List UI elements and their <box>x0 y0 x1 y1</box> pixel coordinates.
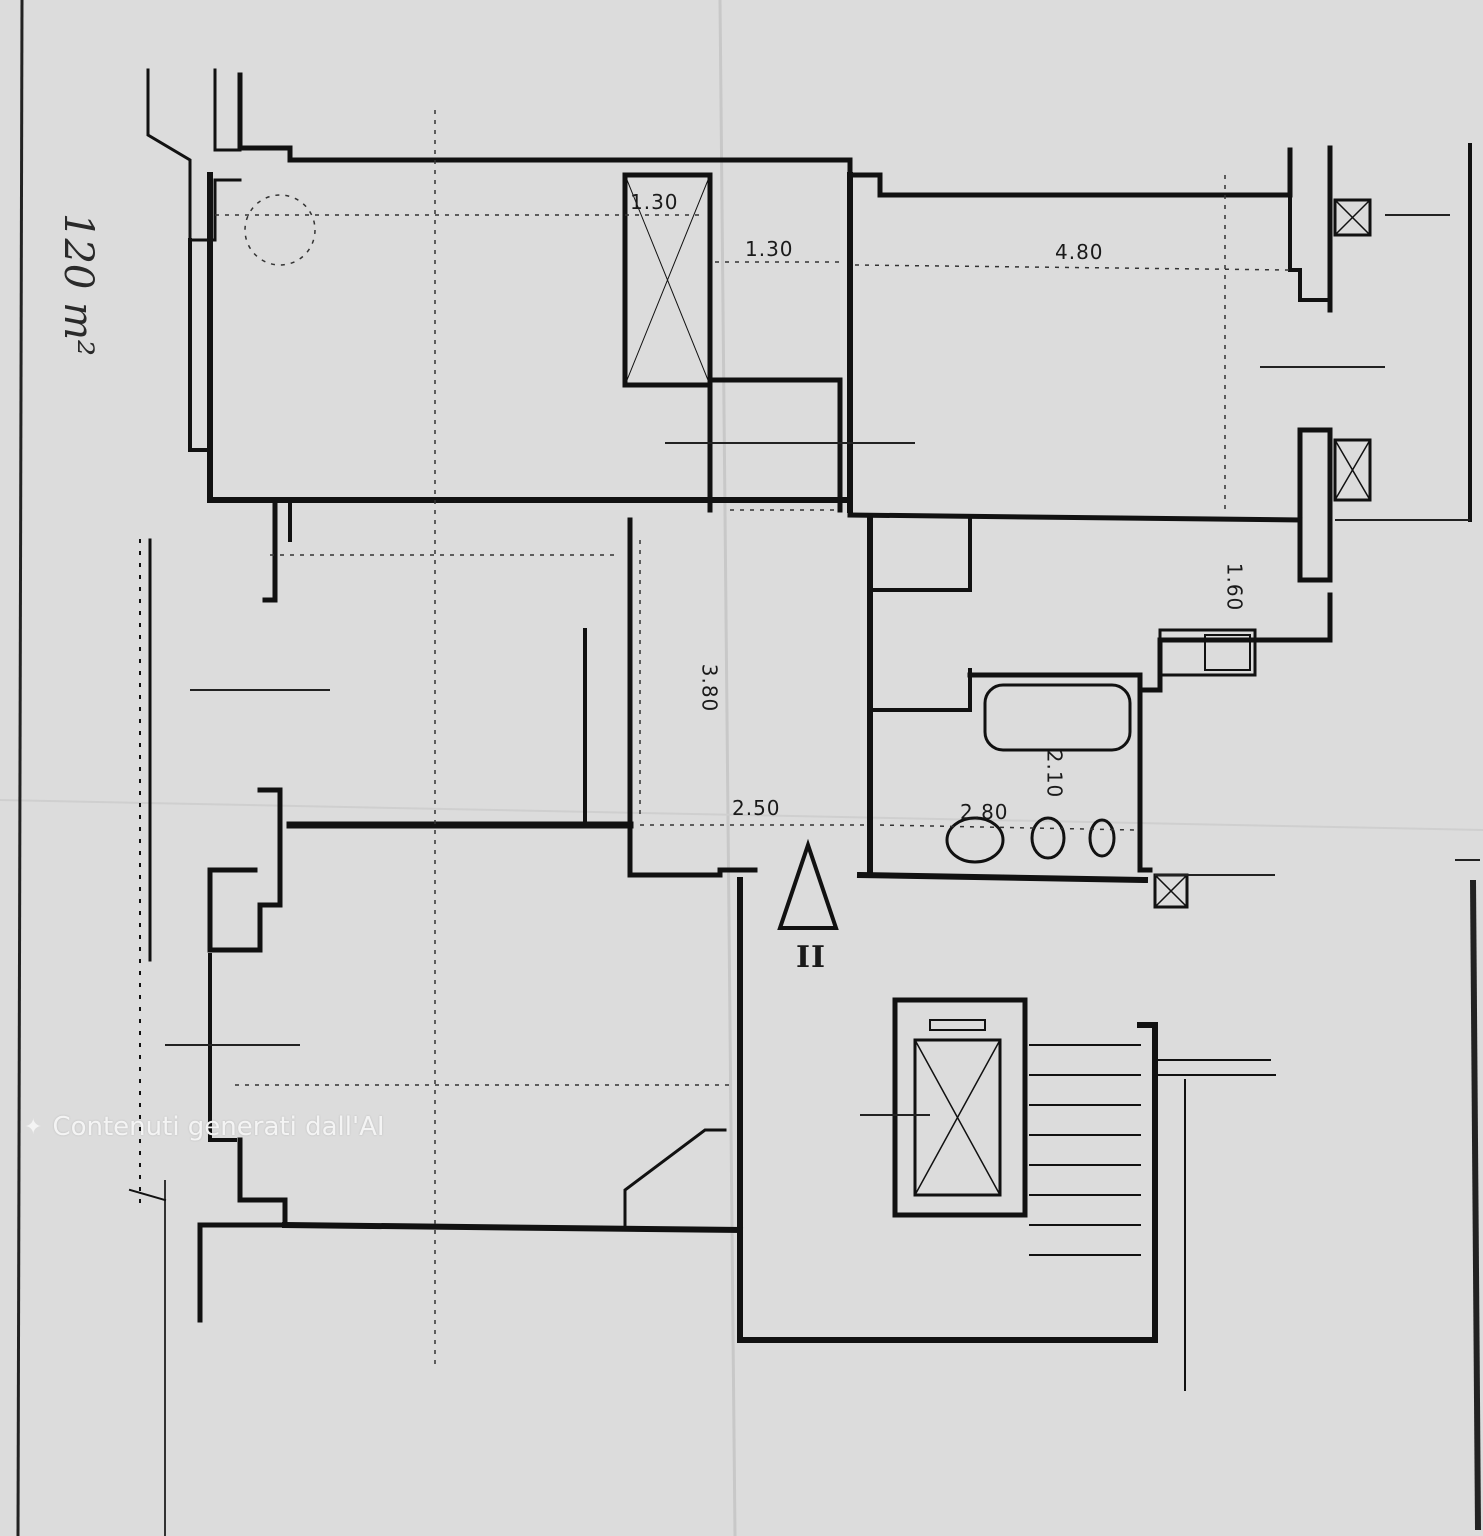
sink-counter <box>1158 628 1257 677</box>
toilet <box>1030 816 1066 860</box>
wall <box>1470 879 1481 1531</box>
paper-fold <box>718 0 737 1536</box>
dimension-label-closet: 1.30 <box>630 190 679 214</box>
dimension-line <box>854 264 1291 271</box>
dimension-label-hall: 1.30 <box>745 237 794 261</box>
bidet <box>1088 818 1116 858</box>
closet-cross <box>624 174 711 386</box>
wall <box>128 1188 167 1202</box>
section-marker-triangle <box>777 838 839 930</box>
dimension-label-corridor: 3.80 <box>697 663 722 713</box>
paper-fold <box>0 799 1483 831</box>
dimension-label-kitchen: 1.60 <box>1222 562 1247 612</box>
wall <box>207 172 853 503</box>
dimension-label-entry: 2.50 <box>732 796 781 820</box>
wall <box>857 1022 1158 1343</box>
wall <box>868 518 972 592</box>
wall <box>197 1137 288 1323</box>
wall <box>967 672 1153 873</box>
watermark-text: Contenuti generati dall'AI <box>52 1112 385 1142</box>
wall <box>868 668 972 712</box>
handwritten-area-note: 120 m² <box>55 213 101 357</box>
wall <box>207 787 283 953</box>
wall <box>213 68 242 152</box>
vent-cross <box>1333 198 1372 237</box>
dimension-label-bath: 2.80 <box>960 800 1009 824</box>
wall <box>237 72 1293 198</box>
margin-line <box>16 0 24 1536</box>
wall <box>623 1128 727 1227</box>
sparkle-icon: ✦ <box>24 1114 43 1140</box>
wall <box>207 497 278 603</box>
ai-generated-watermark: ✦ Contenuti generati dall'AI <box>24 1112 385 1142</box>
wall <box>281 1221 744 1234</box>
dimension-line <box>879 824 1136 831</box>
wall <box>188 438 212 452</box>
plant <box>244 194 316 266</box>
sink <box>1204 634 1251 671</box>
wall <box>856 871 1149 884</box>
wall <box>737 877 863 1343</box>
bathtub <box>983 683 1132 752</box>
vent-shaft <box>1333 438 1372 502</box>
vent-cross <box>1153 873 1189 909</box>
dimension-label-bath-width: 2.10 <box>1042 749 1067 799</box>
vent-cross <box>1333 438 1372 502</box>
wall <box>208 953 237 1142</box>
wall <box>627 867 758 878</box>
wall <box>847 512 1303 523</box>
pier <box>1297 427 1333 583</box>
washbasin <box>945 816 1005 864</box>
wall <box>1288 193 1332 302</box>
vent-shaft <box>1333 198 1372 237</box>
elevator-door <box>929 1019 986 1031</box>
elevator-cross <box>913 1038 1002 1197</box>
elevator-shaft <box>892 997 1028 1218</box>
dimension-label-room: 4.80 <box>1055 240 1104 264</box>
elevator-car <box>913 1038 1002 1197</box>
section-marker-label: II <box>796 940 827 975</box>
wall <box>707 377 843 513</box>
